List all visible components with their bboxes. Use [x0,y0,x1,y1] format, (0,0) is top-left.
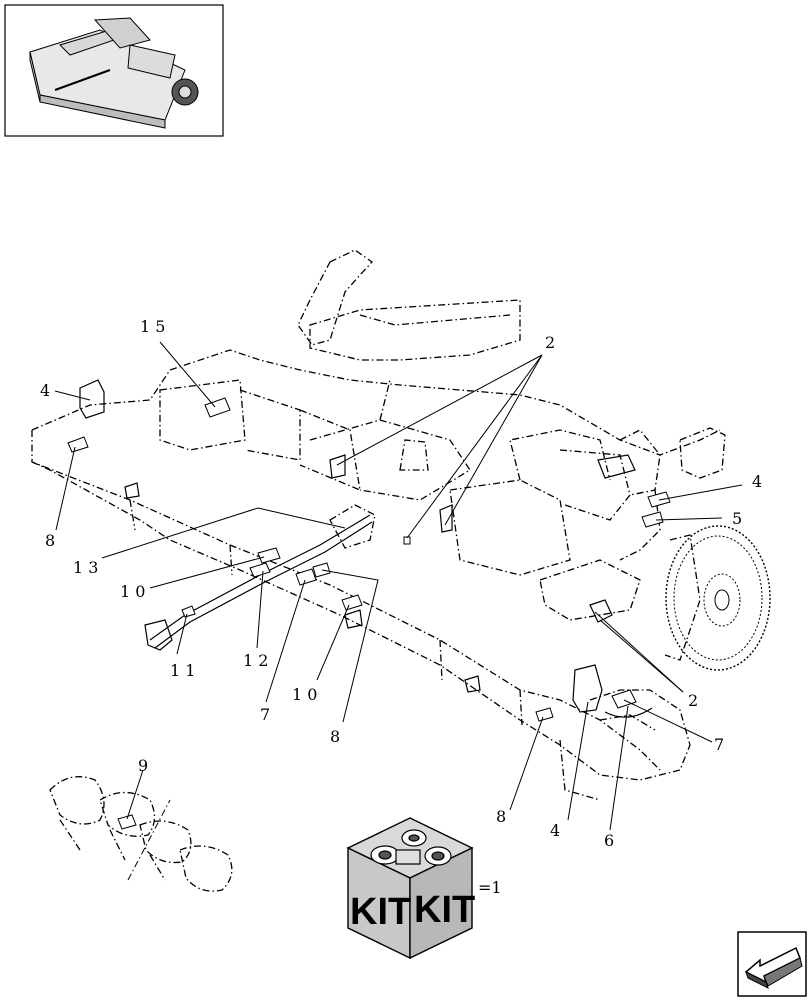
kit-fittings [370,829,452,866]
callout-8-left: 8 [45,531,55,550]
callout-4-left: 4 [40,381,50,400]
callout-7-right: 7 [714,735,724,754]
kit-quantity: =1 [478,878,502,897]
callout-8-mid: 8 [330,727,340,746]
callout-2-top: 2 [545,333,555,352]
machine-overview-thumbnail[interactable] [4,4,224,137]
callout-15: 1 5 [140,317,165,336]
leader-lines [54,341,743,831]
callout-5: 5 [732,509,742,528]
callout-10-mid: 1 0 [292,685,317,704]
callout-6: 6 [604,831,614,850]
callout-10-left: 1 0 [120,582,145,601]
callout-13: 1 3 [73,558,98,577]
kit-box: KIT KIT =1 [346,817,502,960]
callout-8-bottom: 8 [496,807,506,826]
callout-7-mid: 7 [260,705,270,724]
callout-4-bottom: 4 [550,821,560,840]
mower-deck [31,249,771,801]
callout-9: 9 [138,756,148,775]
blade-spindle-inset [49,776,233,892]
kit-label-left: KIT [350,891,411,933]
kit-label-right: KIT [414,889,475,931]
wheel [664,525,771,671]
callout-2-right: 2 [688,691,698,710]
callout-12: 1 2 [243,651,268,670]
previous-page-arrow-icon[interactable] [737,931,807,997]
callout-11: 1 1 [170,661,195,680]
callout-labels: 1 5 4 8 1 3 1 0 1 1 1 2 7 1 0 8 2 4 5 2 … [40,317,762,850]
callout-4-right: 4 [752,472,762,491]
